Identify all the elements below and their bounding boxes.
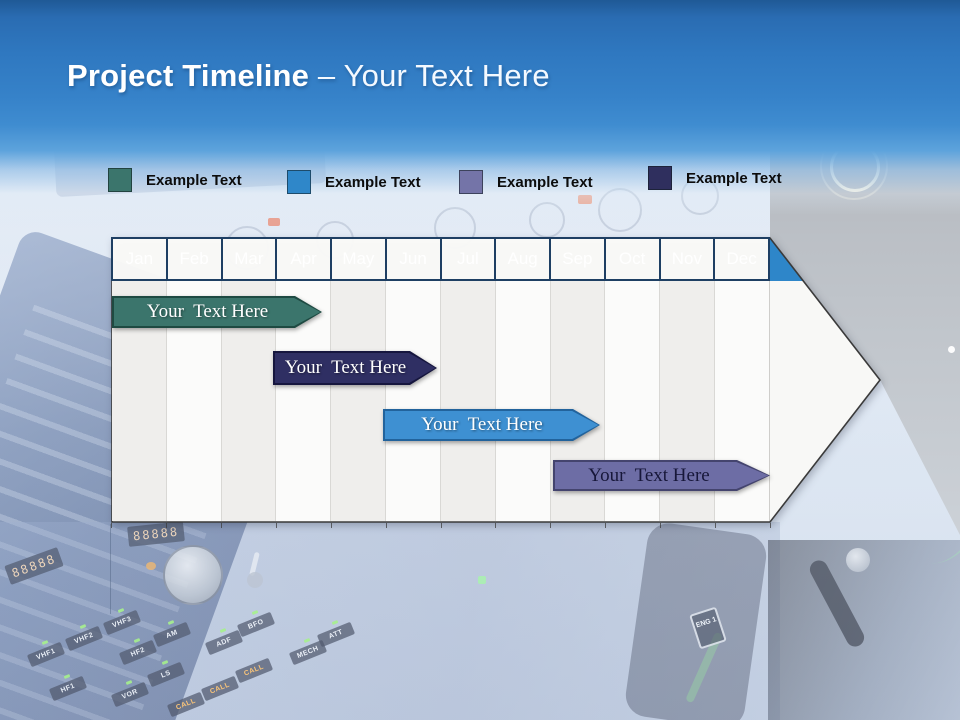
month-header-mar[interactable]: Mar	[223, 239, 278, 279]
axis-guide-line	[110, 524, 111, 614]
task-label: Your Text Here	[146, 301, 269, 322]
axis-tick	[495, 523, 497, 528]
month-header-jan[interactable]: Jan	[113, 239, 168, 279]
task-label: Your Text Here	[588, 464, 710, 486]
month-header-jun[interactable]: Jun	[387, 239, 442, 279]
task-arrow-1[interactable]: Your Text Here	[112, 296, 322, 328]
month-header-oct[interactable]: Oct	[606, 239, 661, 279]
axis-tick	[111, 523, 112, 528]
legend-label: Example Text	[146, 171, 242, 189]
legend-item-3[interactable]: Example Text	[459, 170, 593, 194]
month-header-dec[interactable]: Dec	[726, 249, 757, 268]
axis-tick	[440, 523, 442, 528]
axis-tick	[220, 523, 222, 528]
month-column-aug	[495, 281, 551, 521]
month-header-apr[interactable]: Apr	[277, 239, 332, 279]
axis-tick	[550, 523, 552, 528]
legend-swatch-icon	[287, 170, 311, 194]
legend-item-2[interactable]: Example Text	[287, 170, 421, 194]
page-title[interactable]: Project Timeline – Your Text Here	[67, 58, 550, 94]
month-header-sep[interactable]: Sep	[551, 239, 606, 279]
month-column-jun	[386, 281, 441, 521]
task-arrow-fill	[114, 298, 321, 327]
legend-swatch-icon	[648, 166, 672, 190]
task-arrow-fill	[555, 462, 769, 490]
month-header-feb[interactable]: Feb	[168, 239, 223, 279]
axis-tick	[385, 523, 387, 528]
axis-tick	[715, 523, 717, 528]
month-column-jul	[440, 281, 496, 521]
axis-tick	[275, 523, 277, 528]
axis-tick	[605, 523, 607, 528]
page-title-rest: – Your Text Here	[309, 58, 550, 93]
task-arrow-4[interactable]: Your Text Here	[553, 460, 770, 491]
legend-label: Example Text	[325, 173, 421, 191]
page-title-bold: Project Timeline	[67, 58, 310, 93]
month-header-aug[interactable]: Aug	[496, 239, 551, 279]
axis-tick	[770, 523, 771, 528]
legend-label: Example Text	[686, 169, 782, 187]
task-arrow-2[interactable]: Your Text Here	[273, 351, 437, 385]
legend-item-4[interactable]: Example Text	[648, 166, 782, 190]
flare-dot	[948, 346, 955, 353]
axis-tick	[330, 523, 332, 528]
legend-swatch-icon	[459, 170, 483, 194]
month-column-may	[331, 281, 387, 521]
task-label: Your Text Here	[421, 414, 543, 435]
month-header-may[interactable]: May	[332, 239, 387, 279]
month-header-nov[interactable]: Nov	[661, 239, 716, 279]
legend-swatch-icon	[108, 168, 132, 192]
task-arrow-fill	[385, 411, 599, 440]
task-arrow-3[interactable]: Your Text Here	[383, 409, 600, 441]
legend-item-1[interactable]: Example Text	[108, 168, 242, 192]
task-arrow-fill	[275, 353, 436, 384]
task-label: Your Text Here	[284, 357, 407, 378]
axis-tick	[165, 523, 167, 528]
month-header-jul[interactable]: Jul	[442, 239, 497, 279]
legend-label: Example Text	[497, 173, 593, 191]
axis-tick	[660, 523, 662, 528]
